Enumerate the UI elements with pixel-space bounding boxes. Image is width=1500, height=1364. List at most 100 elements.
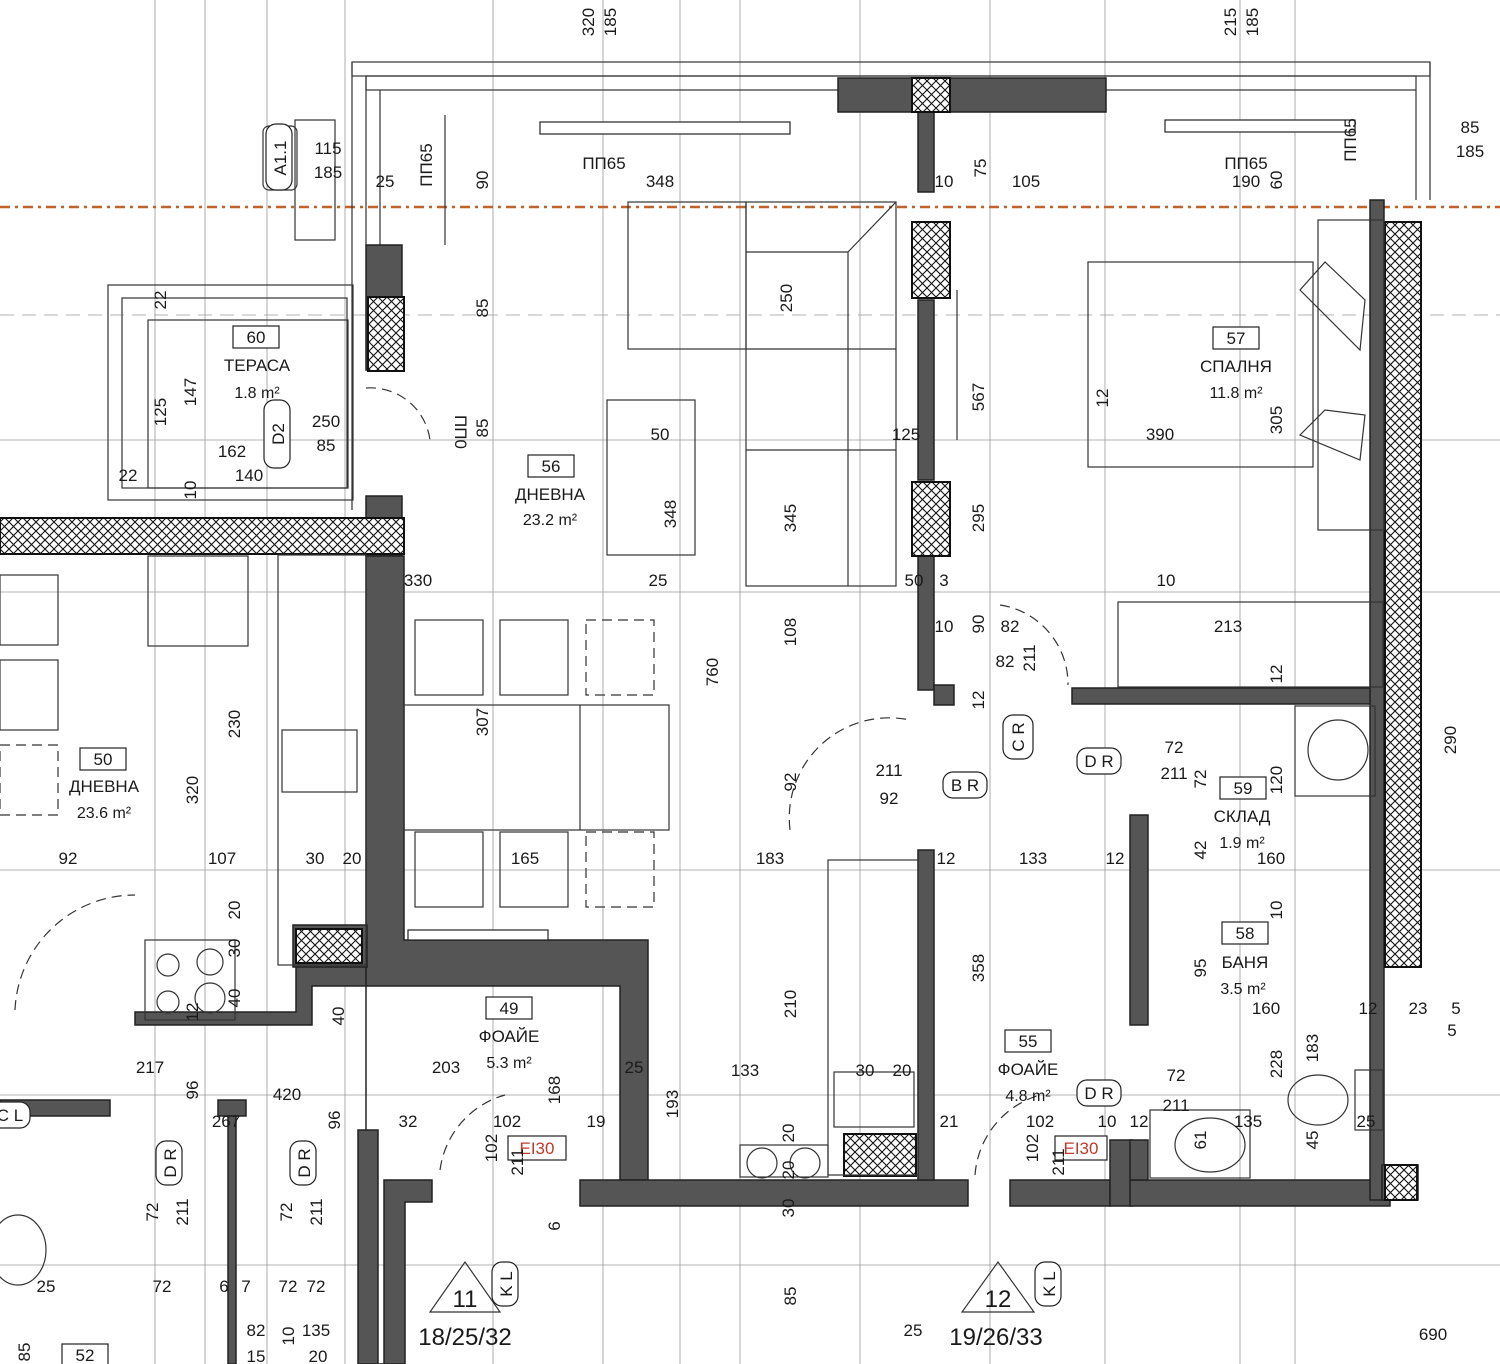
dimension-label: 22 xyxy=(151,291,170,310)
dimension-label: 40 xyxy=(329,1007,348,1026)
dimension-label: 133 xyxy=(731,1061,759,1080)
dimension-label: 42 xyxy=(1191,841,1210,860)
dimension-label: 185 xyxy=(1243,8,1262,36)
dimension-label: 567 xyxy=(969,383,988,411)
dimension-label: 23 xyxy=(1409,999,1428,1018)
dimension-label: 211 xyxy=(1049,1148,1068,1175)
dimension-label: 65 xyxy=(0,0,9,4)
dimension-label: 12 xyxy=(1359,999,1378,1018)
dimension-label: 10 xyxy=(1157,571,1176,590)
dimension-label: 211 xyxy=(1020,644,1039,671)
window-labels: ПП65 ПП65 ПП65 ПП65 ПП0 xyxy=(417,118,1360,449)
dimension-label: 320 xyxy=(183,776,202,804)
dimension-label: 96 xyxy=(183,1081,202,1100)
dimension-label: 85 xyxy=(781,1287,800,1306)
room-name: ДНЕВНА xyxy=(69,777,140,796)
room-area: 23.6 m² xyxy=(77,805,132,822)
dimension-label: 5 xyxy=(1447,1021,1456,1040)
dimension-label: 185 xyxy=(601,8,620,36)
dimension-label: 7 xyxy=(241,1277,250,1296)
dimension-label: 85 xyxy=(15,1343,34,1362)
dimension-label: 12 xyxy=(1130,1112,1149,1131)
dimension-label: 105 xyxy=(1012,172,1040,191)
dimension-label: 10 xyxy=(1098,1112,1117,1131)
dimension-label: 60 xyxy=(1267,171,1286,190)
fire-rating-label: EI30 xyxy=(520,1139,555,1158)
dimension-label: 72 xyxy=(1167,1066,1186,1085)
dimension-label: 32 xyxy=(399,1112,418,1131)
dimension-label: 102 xyxy=(1023,1134,1042,1162)
dimension-label: 190 xyxy=(1232,172,1260,191)
dimension-label: 10 xyxy=(181,481,200,500)
tag-label: B R xyxy=(951,776,979,795)
dimension-label: 330 xyxy=(404,571,432,590)
tag-label: C L xyxy=(0,1106,23,1125)
dimension-label: 211 xyxy=(1160,764,1187,783)
room-name: ДНЕВНА xyxy=(515,485,586,504)
apartment-number: 12 xyxy=(985,1286,1012,1313)
dimension-label: 19 xyxy=(587,1112,606,1131)
dimension-label: 30 xyxy=(306,849,325,868)
dimension-label: 185 xyxy=(1456,142,1484,161)
dimension-label: 72 xyxy=(277,1203,296,1222)
dimension-label: 25 xyxy=(1357,1112,1376,1131)
room-number: 59 xyxy=(1234,779,1253,798)
dimension-label: 92 xyxy=(59,849,78,868)
door-tags: A1.1 D2 C R B R D R D R D R D R C L K L … xyxy=(0,123,1122,1307)
window-label: ПП65 xyxy=(582,154,625,173)
dimension-label: 307 xyxy=(473,708,492,736)
dimension-label: 72 xyxy=(279,1277,298,1296)
window-label: ПП65 xyxy=(1224,154,1267,173)
room-area: 5.3 m² xyxy=(486,1055,532,1072)
dimension-label: 12 xyxy=(1267,665,1286,684)
dimension-label: 6 xyxy=(545,1221,564,1230)
tag-label: D R xyxy=(1084,752,1113,771)
room-name: ФОАЙЕ xyxy=(998,1060,1059,1079)
dimension-label: 295 xyxy=(969,504,988,532)
tag-label: K L xyxy=(1040,1271,1059,1297)
dimension-label: 12 xyxy=(183,1003,202,1022)
dimension-label: 15 xyxy=(247,1347,266,1364)
dimension-label: 107 xyxy=(208,849,236,868)
tag-label: K L xyxy=(497,1271,516,1297)
dimension-label: 213 xyxy=(1214,617,1242,636)
dimension-label: 203 xyxy=(432,1058,460,1077)
dimension-label: 40 xyxy=(225,989,244,1008)
room-number: 56 xyxy=(542,457,561,476)
dimension-label: 85 xyxy=(473,419,492,438)
dimension-label: 115 xyxy=(314,139,341,158)
dimension-label: 92 xyxy=(880,789,899,808)
dimension-label: 358 xyxy=(969,954,988,982)
dimension-label: 125 xyxy=(151,398,170,426)
dimension-label: 10 xyxy=(935,172,954,191)
dimension-label: 20 xyxy=(893,1061,912,1080)
dimension-label: 108 xyxy=(781,618,800,646)
tag-label: C R xyxy=(1009,722,1028,751)
dimension-label: 85 xyxy=(473,299,492,318)
apartment-code: 19/26/33 xyxy=(949,1324,1042,1351)
dimension-label: 25 xyxy=(37,1277,56,1296)
dimension-label: 290 xyxy=(1441,726,1460,754)
window-label: ПП65 xyxy=(1341,118,1360,161)
room-number: 58 xyxy=(1236,924,1255,943)
dimension-label: 92 xyxy=(781,773,800,792)
room-number: 49 xyxy=(500,999,519,1018)
dimension-label: 140 xyxy=(235,466,263,485)
dimension-label: 3 xyxy=(939,571,948,590)
room-number: 55 xyxy=(1019,1032,1038,1051)
room-area: 23.2 m² xyxy=(523,512,578,529)
dimension-label: 12 xyxy=(937,849,956,868)
dimension-label: 10 xyxy=(1267,901,1286,920)
dimension-label: 25 xyxy=(625,1058,644,1077)
dimension-label: 160 xyxy=(1252,999,1280,1018)
dimension-label: 25 xyxy=(376,172,395,191)
dimension-label: 50 xyxy=(651,425,670,444)
dimension-label: 250 xyxy=(777,284,796,312)
room-name: СКЛАД xyxy=(1214,807,1271,826)
room-area: 1.9 m² xyxy=(1219,835,1265,852)
dimension-label: 90 xyxy=(473,171,492,190)
dimension-label: 135 xyxy=(302,1321,330,1340)
dimension-label: 30 xyxy=(856,1061,875,1080)
room-labels: 60 ТЕРАСА 1.8 m² 56 ДНЕВНА 23.2 m² 57 СП… xyxy=(61,325,1272,1364)
